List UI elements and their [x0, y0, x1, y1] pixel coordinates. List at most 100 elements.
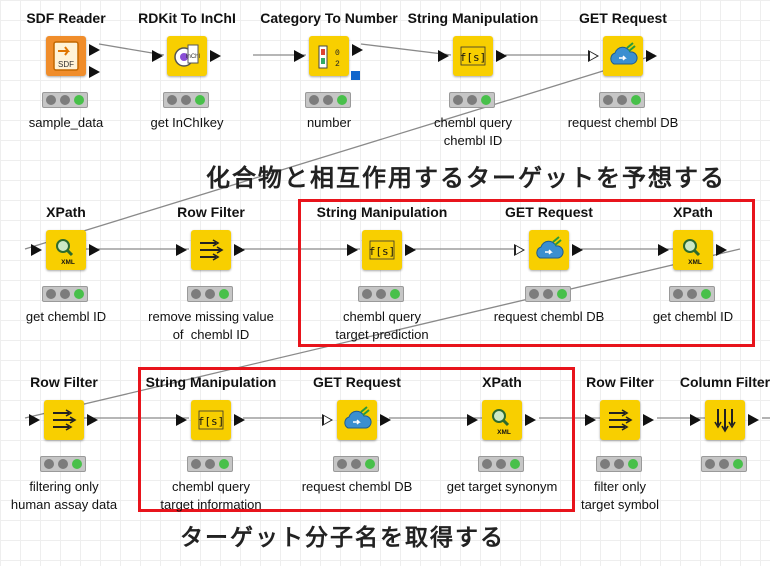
node-string-manipulation[interactable]: String Manipulation f[s] chembl query ch… [398, 10, 548, 148]
node-label[interactable]: get chembl ID [25, 309, 107, 324]
node-label[interactable]: remove missing value of chembl ID [148, 309, 274, 342]
inchi-icon[interactable]: InChI [167, 36, 207, 76]
svg-text:0: 0 [335, 49, 340, 58]
xpath-xml-icon[interactable]: XML [482, 400, 522, 440]
input-port[interactable] [438, 50, 449, 62]
input-port[interactable] [152, 50, 163, 62]
output-port[interactable] [87, 414, 98, 426]
cloud-request-icon[interactable] [603, 36, 643, 76]
node-label[interactable]: get InChIkey [150, 115, 224, 130]
input-port[interactable] [658, 244, 669, 256]
output-port[interactable] [89, 244, 100, 256]
svg-text:InChI: InChI [186, 54, 201, 60]
node-title: String Manipulation [145, 374, 277, 390]
node-row-filter[interactable]: Row Filter filtering only human assay da… [0, 374, 139, 512]
output-port[interactable] [234, 244, 245, 256]
output-port[interactable] [352, 44, 363, 56]
output-port[interactable] [405, 244, 416, 256]
output-port[interactable] [89, 44, 100, 56]
svg-text:2: 2 [335, 60, 340, 69]
node-get-request[interactable]: GET Request request chembl DB [282, 374, 432, 504]
node-label[interactable]: chembl query target information [160, 479, 262, 512]
svg-text:f[s]: f[s] [198, 415, 225, 428]
node-title: Category To Number [260, 10, 398, 26]
input-port[interactable] [585, 414, 596, 426]
node-status-lights [305, 92, 351, 108]
node-label[interactable]: request chembl DB [493, 309, 605, 324]
xpath-xml-icon[interactable]: XML [673, 230, 713, 270]
node-label[interactable]: request chembl DB [567, 115, 679, 130]
node-status-lights [525, 286, 571, 302]
node-label[interactable]: filtering only human assay data [10, 479, 118, 512]
output-port[interactable] [525, 414, 536, 426]
input-port[interactable] [176, 244, 187, 256]
input-port[interactable] [31, 244, 42, 256]
input-port[interactable] [347, 244, 358, 256]
node-get-request[interactable]: GET Request request chembl DB [474, 204, 624, 334]
node-label[interactable]: get chembl ID [652, 309, 734, 324]
cloud-request-icon[interactable] [529, 230, 569, 270]
model-output-port[interactable] [351, 71, 360, 80]
svg-text:XML: XML [688, 259, 702, 266]
row-filter-icon[interactable] [191, 230, 231, 270]
node-get-request[interactable]: GET Request request chembl DB [548, 10, 698, 140]
sdf-file-icon[interactable]: SDF [46, 36, 86, 76]
node-rdkit-to-inchi[interactable]: RDKit To InChI InChI get InChIkey [112, 10, 262, 140]
annotation-get-target-names: ターゲット分子名を取得する [180, 525, 505, 551]
output-port[interactable] [716, 244, 727, 256]
node-xpath[interactable]: XPath XML get chembl ID [618, 204, 768, 334]
output-port[interactable] [748, 414, 759, 426]
node-title: RDKit To InChI [138, 10, 236, 26]
output-port[interactable] [210, 50, 221, 62]
output-port[interactable] [572, 244, 583, 256]
row-filter-icon[interactable] [600, 400, 640, 440]
xpath-xml-icon[interactable]: XML [46, 230, 86, 270]
output-port[interactable] [496, 50, 507, 62]
row-filter-icon[interactable] [44, 400, 84, 440]
node-column-filter[interactable]: Column Filter [650, 374, 770, 504]
connection [360, 43, 452, 56]
highlight-frame-target-names [138, 367, 575, 512]
input-port[interactable] [514, 244, 525, 256]
node-label[interactable]: sample_data [28, 115, 104, 130]
svg-text:f[s]: f[s] [369, 245, 396, 258]
node-row-filter[interactable]: Row Filter filter only target symbol [545, 374, 695, 512]
input-port[interactable] [588, 50, 599, 62]
node-xpath[interactable]: XPath XML get chembl ID [0, 204, 141, 334]
output-port[interactable] [646, 50, 657, 62]
input-port[interactable] [176, 414, 187, 426]
node-title: XPath [673, 204, 713, 220]
output-port[interactable] [643, 414, 654, 426]
cloud-request-icon[interactable] [337, 400, 377, 440]
node-label[interactable]: filter only target symbol [580, 479, 660, 512]
node-sdf-reader[interactable]: SDF Reader SDF sample_data [0, 10, 141, 140]
input-port[interactable] [294, 50, 305, 62]
output-port[interactable] [89, 66, 100, 78]
node-title: Row Filter [30, 374, 98, 390]
node-string-manipulation[interactable]: String Manipulation f[s] chembl query ta… [307, 204, 457, 342]
node-label[interactable]: get target synonym [446, 479, 558, 494]
string-fx-icon[interactable]: f[s] [453, 36, 493, 76]
output-port[interactable] [380, 414, 391, 426]
node-label[interactable]: chembl query chembl ID [433, 115, 513, 148]
string-fx-icon[interactable]: f[s] [362, 230, 402, 270]
node-row-filter[interactable]: Row Filter remove missing value of chemb… [136, 204, 286, 342]
node-xpath[interactable]: XPath XML get target synonym [427, 374, 577, 504]
output-port[interactable] [234, 414, 245, 426]
input-port[interactable] [322, 414, 333, 426]
node-label[interactable]: number [306, 115, 352, 130]
node-label[interactable]: chembl query target prediction [335, 309, 429, 342]
node-status-lights [669, 286, 715, 302]
input-port[interactable] [467, 414, 478, 426]
string-fx-icon[interactable]: f[s] [191, 400, 231, 440]
node-string-manipulation[interactable]: String Manipulation f[s] chembl query ta… [136, 374, 286, 512]
node-status-lights [449, 92, 495, 108]
input-port[interactable] [29, 414, 40, 426]
column-filter-icon[interactable] [705, 400, 745, 440]
node-label[interactable]: request chembl DB [301, 479, 413, 494]
node-title: String Manipulation [316, 204, 448, 220]
node-title: GET Request [505, 204, 593, 220]
input-port[interactable] [690, 414, 701, 426]
